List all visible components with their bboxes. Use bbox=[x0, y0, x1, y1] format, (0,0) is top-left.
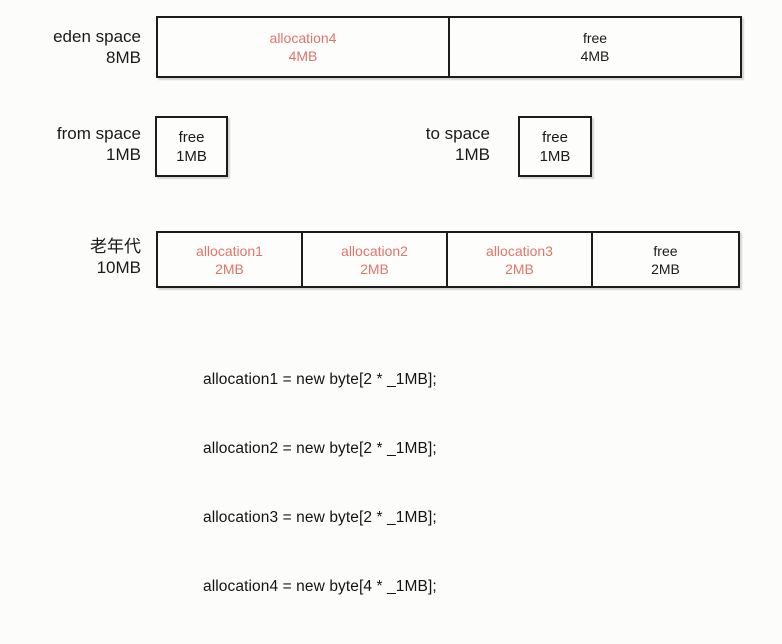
code-line-1: allocation1 = new byte[2 * _1MB]; bbox=[203, 371, 437, 388]
old-generation-bar: allocation1 2MB allocation2 2MB allocati… bbox=[156, 231, 740, 288]
code-block: allocation1 = new byte[2 * _1MB]; alloca… bbox=[203, 322, 437, 644]
code-line-4: allocation4 = new byte[4 * _1MB]; bbox=[203, 578, 437, 595]
old-cell-allocation3-size: 2MB bbox=[505, 260, 534, 277]
from-space-label: from space 1MB bbox=[0, 123, 141, 165]
eden-cell-allocation4-size: 4MB bbox=[288, 48, 318, 64]
from-space-cell-size: 1MB bbox=[176, 147, 207, 165]
diagram-canvas: eden space 8MB allocation4 4MB free 4MB … bbox=[0, 16, 742, 595]
eden-cell-free-size: 4MB bbox=[580, 48, 610, 64]
eden-space-bar: allocation4 4MB free 4MB bbox=[156, 16, 742, 78]
old-cell-allocation3[interactable]: allocation3 2MB bbox=[448, 233, 593, 286]
eden-space-label-size: 8MB bbox=[106, 48, 141, 67]
old-generation-label-size: 10MB bbox=[96, 258, 141, 277]
eden-cell-free-name: free bbox=[582, 30, 608, 46]
from-space-cell-name: free bbox=[178, 128, 205, 146]
from-space-label-size: 1MB bbox=[106, 145, 141, 164]
old-cell-allocation1-size: 2MB bbox=[215, 260, 244, 277]
eden-cell-allocation4-name: allocation4 bbox=[269, 30, 337, 46]
old-cell-allocation3-name: allocation3 bbox=[486, 242, 553, 259]
from-space-label-name: from space bbox=[56, 124, 141, 143]
to-space-cell-name: free bbox=[542, 128, 568, 146]
to-space-box[interactable]: free 1MB bbox=[518, 116, 592, 177]
eden-space-label-name: eden space bbox=[53, 27, 141, 46]
eden-cell-free[interactable]: free 4MB bbox=[450, 18, 740, 76]
old-cell-free[interactable]: free 2MB bbox=[593, 233, 738, 286]
from-space-box[interactable]: free 1MB bbox=[155, 116, 228, 177]
old-cell-allocation2-size: 2MB bbox=[360, 260, 389, 277]
to-space-label-name: to space bbox=[425, 124, 490, 143]
old-cell-allocation2[interactable]: allocation2 2MB bbox=[303, 233, 448, 286]
to-space-label: to space 1MB bbox=[370, 123, 490, 165]
old-cell-free-size: 2MB bbox=[651, 260, 680, 277]
old-cell-allocation1[interactable]: allocation1 2MB bbox=[158, 233, 303, 286]
to-space-cell-size: 1MB bbox=[539, 147, 571, 165]
old-cell-allocation1-name: allocation1 bbox=[196, 242, 263, 259]
code-line-3: allocation3 = new byte[2 * _1MB]; bbox=[203, 509, 437, 526]
eden-space-label: eden space 8MB bbox=[0, 26, 141, 68]
old-generation-label: 老年代 10MB bbox=[0, 236, 141, 278]
eden-cell-allocation4[interactable]: allocation4 4MB bbox=[158, 18, 450, 76]
old-cell-free-name: free bbox=[653, 242, 678, 259]
to-space-label-size: 1MB bbox=[455, 145, 490, 164]
code-line-2: allocation2 = new byte[2 * _1MB]; bbox=[203, 440, 437, 457]
old-cell-allocation2-name: allocation2 bbox=[341, 242, 408, 259]
old-generation-label-name: 老年代 bbox=[90, 237, 141, 256]
